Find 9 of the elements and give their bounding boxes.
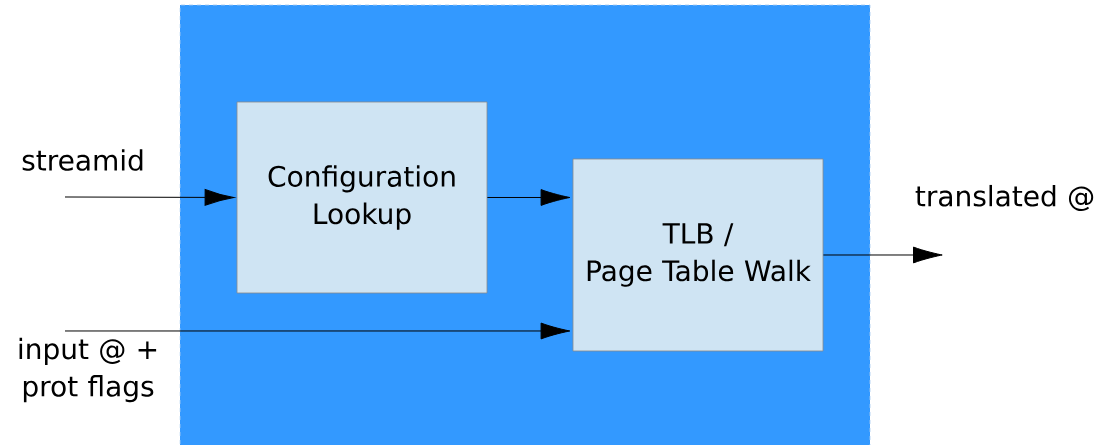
process-box: Configuration Lookup	[236, 101, 488, 294]
arrow	[64, 189, 235, 206]
arrow	[822, 246, 943, 264]
arrow	[64, 322, 571, 340]
process-box: TLB / Page Table Walk	[572, 158, 824, 352]
signal-label: streamid	[22, 149, 143, 171]
arrow	[486, 189, 571, 206]
signal-label: translated @	[915, 184, 1094, 212]
signal-label: input @ + prot flags	[19, 337, 157, 403]
